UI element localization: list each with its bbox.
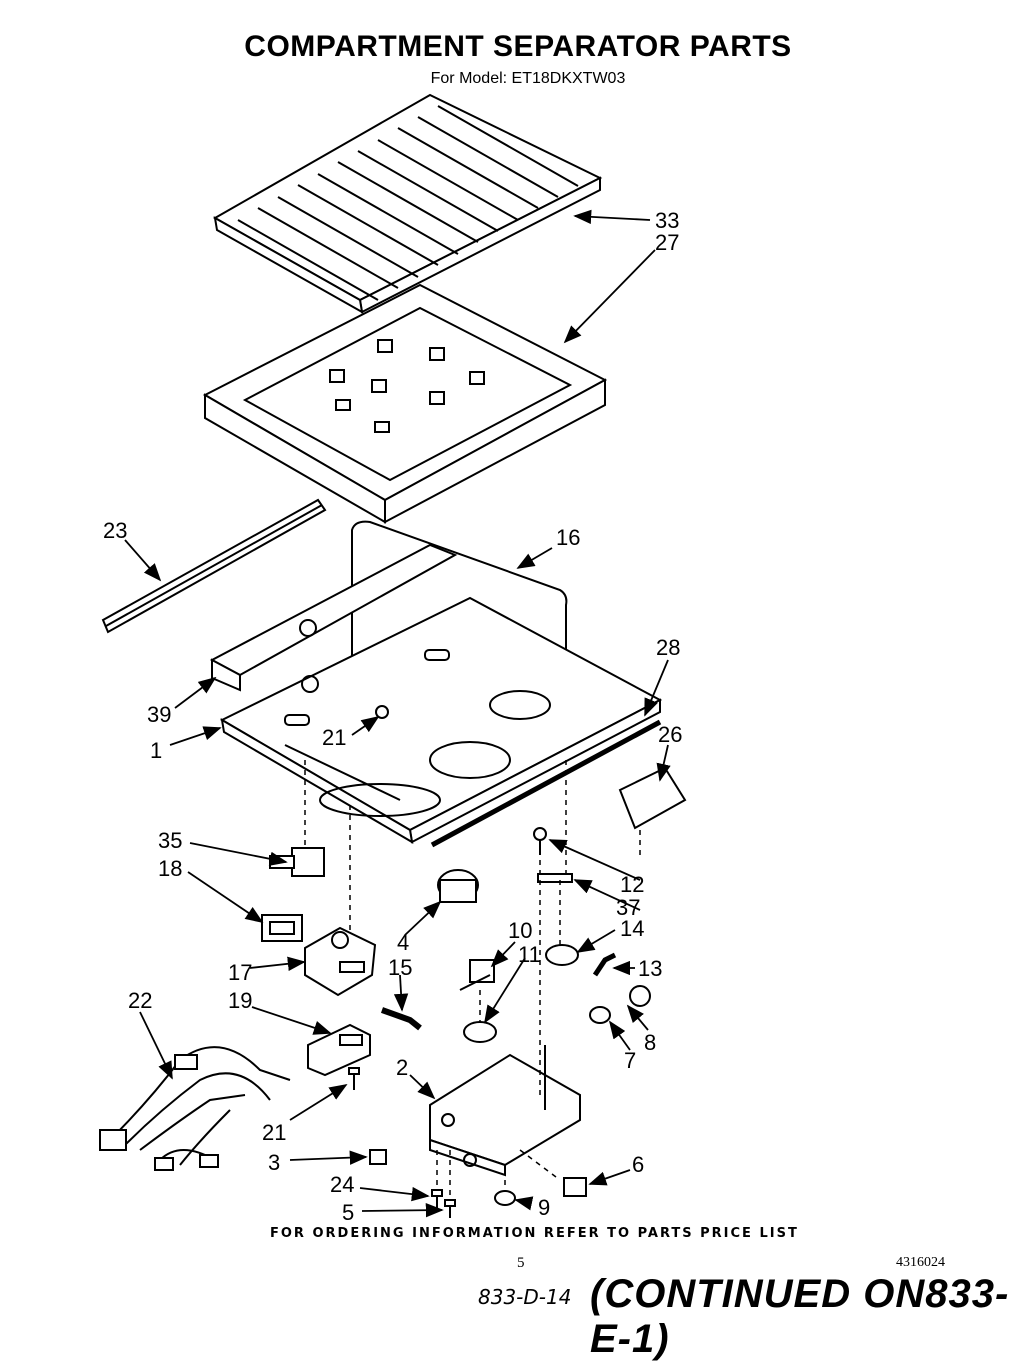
continued-note: (CONTINUED ON833-E-1)	[590, 1272, 1010, 1361]
callout-15: 15	[388, 955, 412, 980]
page-number: 5	[517, 1255, 525, 1271]
part-37-clip	[537, 873, 573, 883]
part-15-tube	[380, 1007, 422, 1031]
callout-17: 17	[228, 960, 252, 985]
callout-18: 18	[158, 856, 182, 881]
callout-39: 39	[147, 702, 171, 727]
part-16-heater-wire	[351, 520, 568, 760]
callout-5: 5	[342, 1200, 354, 1225]
part-17-control-housing	[304, 926, 377, 997]
part-24-screw	[431, 1189, 443, 1208]
callout-27: 27	[655, 230, 679, 255]
part-1-separator-pan	[219, 596, 663, 844]
callout-8: 8	[644, 1030, 656, 1055]
part-21-screw-lower	[348, 1067, 360, 1090]
part-10-switch	[459, 959, 495, 991]
callout-21-lower: 21	[262, 1120, 286, 1145]
callout-35: 35	[158, 828, 182, 853]
callout-37: 37	[616, 895, 640, 920]
part-9-grommet	[494, 1190, 516, 1206]
part-27-separator-frame	[202, 283, 608, 524]
part-13-tube	[592, 952, 617, 977]
exploded-parts-diagram: 33 27 23 16 28 39 1 21 26 35 18 12 37 4 …	[99, 93, 687, 1225]
document-number: 4316024	[896, 1255, 945, 1270]
callout-10: 10	[508, 918, 532, 943]
part-23-trim-strip	[101, 498, 327, 634]
callout-16: 16	[556, 525, 580, 550]
callout-11: 11	[518, 942, 541, 967]
part-3-clip	[369, 1149, 387, 1165]
leader-arrows	[124, 209, 671, 1218]
callout-6: 6	[632, 1152, 644, 1177]
callout-23: 23	[103, 518, 127, 543]
part-6-switch	[563, 1177, 587, 1197]
part-5-screw	[444, 1199, 456, 1218]
part-19-control-bracket	[307, 1023, 371, 1077]
assembly-lines	[304, 760, 641, 1198]
callout-24: 24	[330, 1172, 354, 1197]
part-7-lamp-socket	[589, 1006, 611, 1024]
model-subtitle: For Model: ET18DKXTW03	[430, 70, 626, 87]
part-39-block	[209, 543, 458, 693]
part-28-strip	[430, 719, 662, 848]
callout-7: 7	[624, 1048, 636, 1073]
part-22-wiring-harness	[99, 1046, 291, 1171]
callout-4: 4	[397, 930, 409, 955]
part-12-screw	[533, 827, 547, 855]
callout-2: 2	[396, 1055, 408, 1080]
callout-26: 26	[658, 722, 682, 747]
ordering-note: FOR ORDERING INFORMATION REFER TO PARTS …	[270, 1226, 799, 1241]
part-26-bracket	[618, 766, 687, 830]
part-21-screw-upper	[375, 705, 389, 719]
callout-19: 19	[228, 988, 252, 1013]
callout-12: 12	[620, 872, 644, 897]
part-18-bezel	[261, 914, 303, 942]
part-14-socket	[545, 944, 579, 966]
callout-22: 22	[128, 988, 152, 1013]
callout-33: 33	[655, 208, 679, 233]
handwritten-note: 833-D-14	[478, 1285, 572, 1309]
part-8-bulb	[629, 985, 651, 1007]
callout-21-upper: 21	[322, 725, 346, 750]
callout-14: 14	[620, 916, 644, 941]
callout-13: 13	[638, 956, 662, 981]
part-35-knob	[269, 847, 325, 877]
part-2-lower-housing	[429, 1045, 581, 1177]
callout-1: 1	[150, 738, 162, 763]
part-4-damper	[437, 869, 479, 903]
page-title: COMPARTMENT SEPARATOR PARTS	[244, 30, 792, 63]
callout-9: 9	[538, 1195, 550, 1220]
part-33-shelf-grille	[212, 93, 603, 314]
callout-3: 3	[268, 1150, 280, 1175]
part-11-grommet	[463, 1021, 497, 1043]
callout-28: 28	[656, 635, 680, 660]
